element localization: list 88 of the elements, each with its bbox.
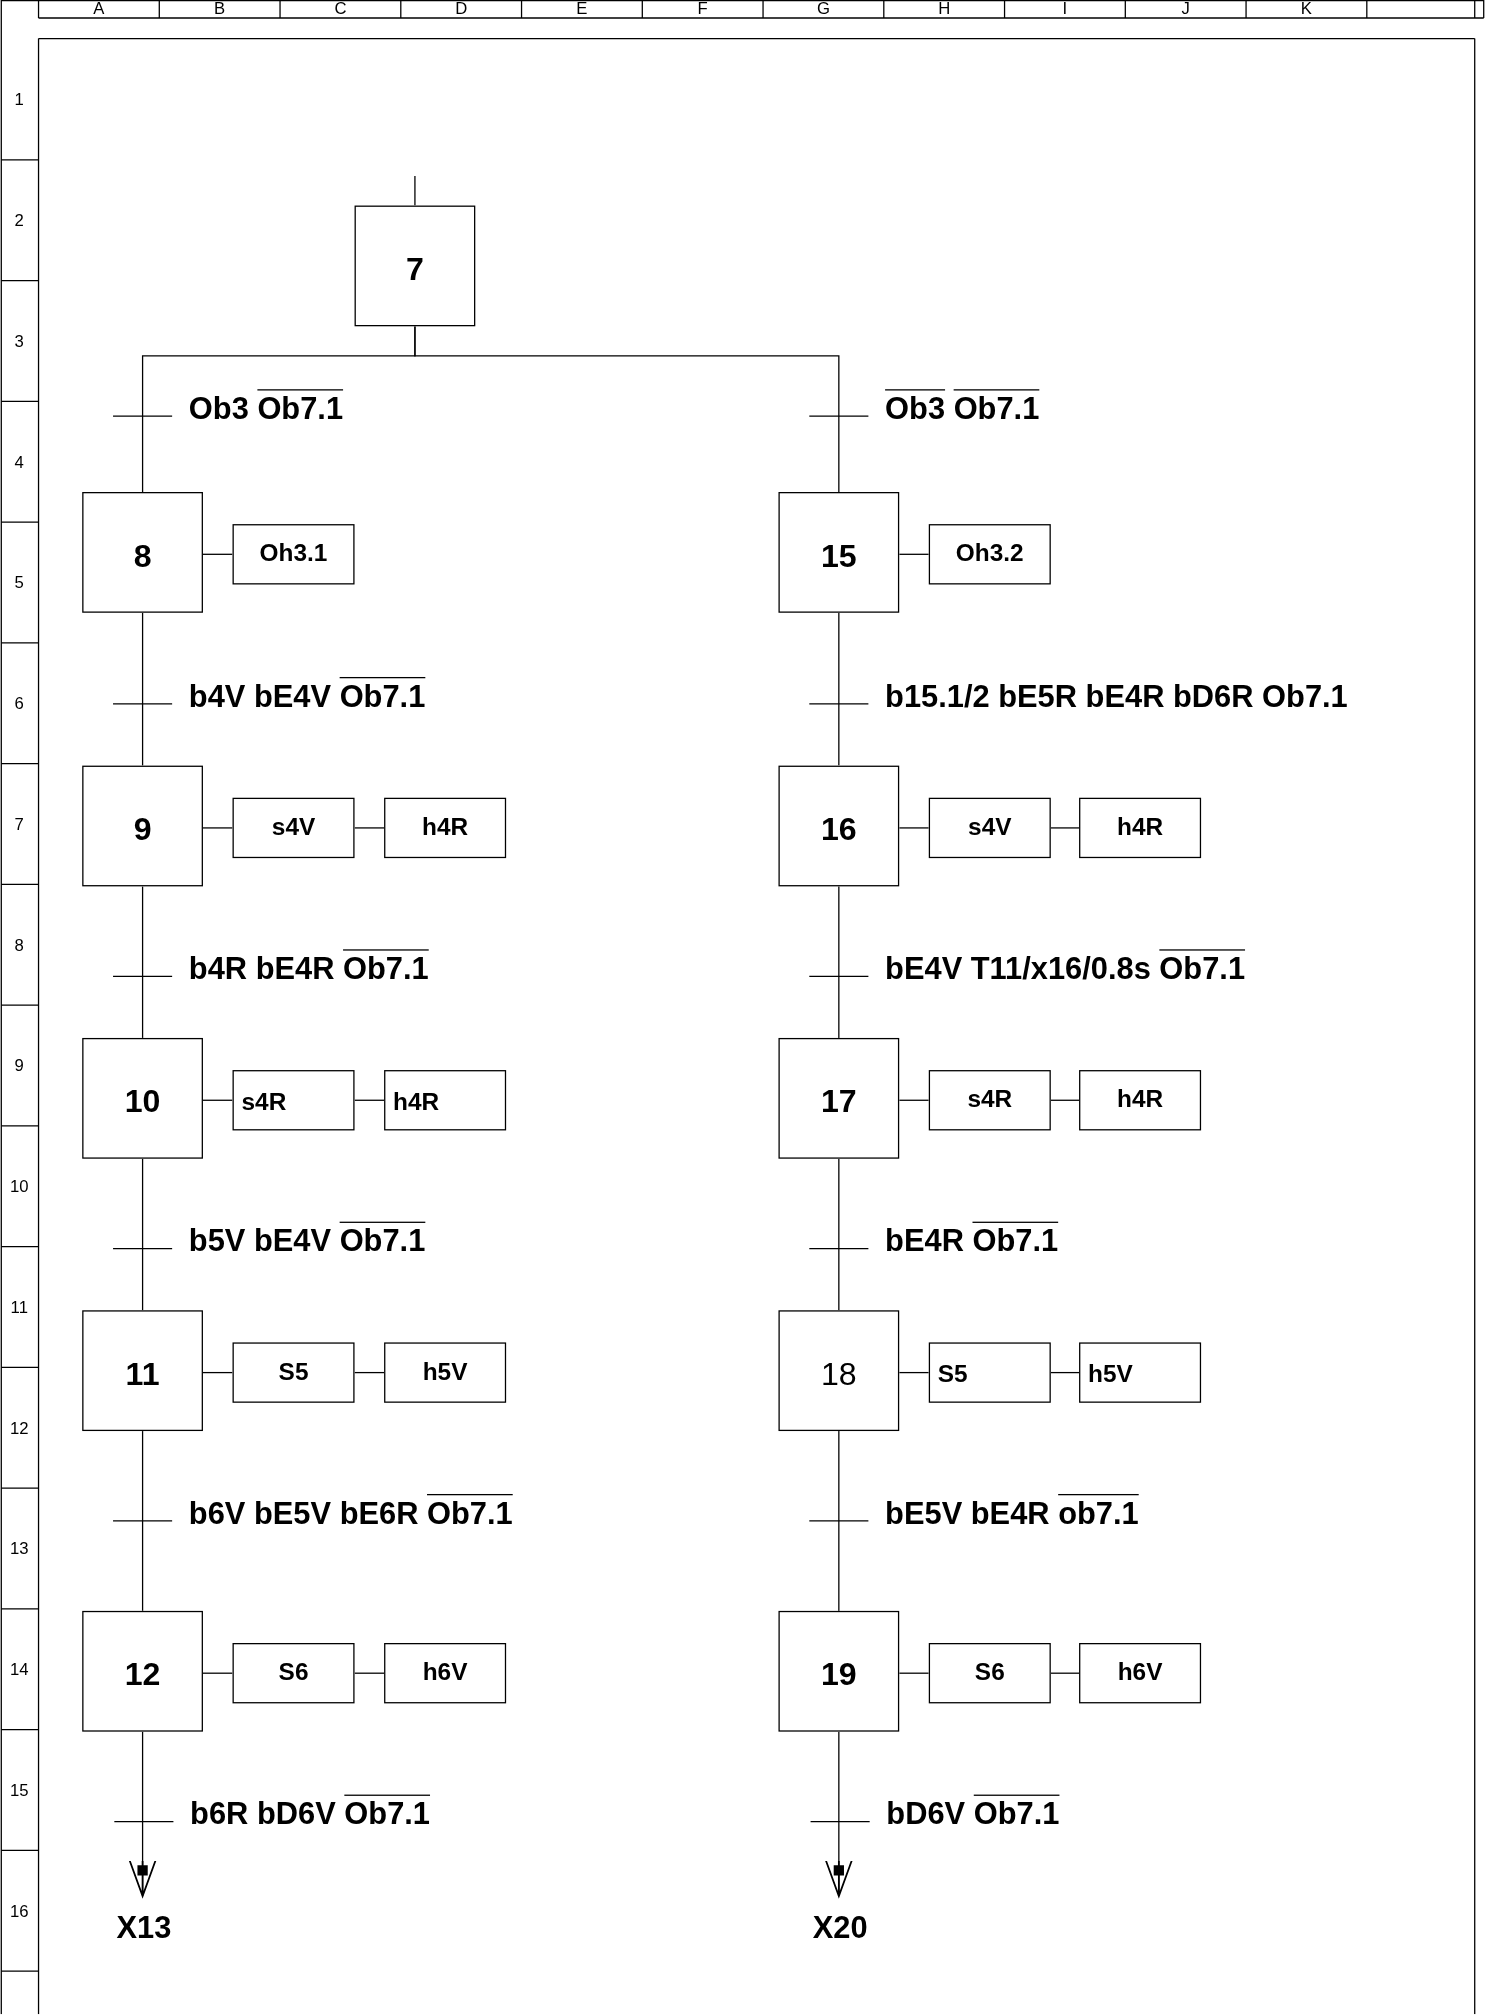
action-box: Oh3.1 bbox=[232, 524, 355, 585]
connector-line bbox=[202, 827, 234, 829]
connector-line bbox=[353, 1099, 385, 1101]
action-box: s4V bbox=[928, 797, 1051, 859]
step-box: 8 bbox=[82, 492, 203, 613]
step-box: 11 bbox=[82, 1310, 203, 1432]
arrow bbox=[129, 1731, 157, 1899]
action-box: S6 bbox=[232, 1643, 355, 1704]
connector-line bbox=[1050, 1099, 1080, 1101]
connector-line bbox=[353, 1371, 385, 1374]
step-box: 7 bbox=[354, 205, 476, 327]
action-box: h6V bbox=[384, 1643, 507, 1704]
row-label: 10 bbox=[9, 1176, 30, 1198]
connector-line bbox=[141, 1158, 144, 1311]
connector-line bbox=[898, 1672, 930, 1674]
column-label: G bbox=[815, 0, 831, 18]
connector-line bbox=[202, 1672, 234, 1674]
step-reference: X13 bbox=[107, 1910, 180, 1947]
connector-line bbox=[414, 175, 416, 207]
connector-line bbox=[414, 325, 840, 493]
connector-line bbox=[898, 1099, 930, 1101]
connector-line bbox=[141, 612, 144, 767]
action-box: h4R bbox=[384, 1070, 507, 1131]
action-box: S6 bbox=[928, 1643, 1051, 1704]
action-box: h4R bbox=[1079, 1070, 1202, 1131]
step-box: 10 bbox=[82, 1037, 203, 1159]
connector-line bbox=[898, 827, 930, 829]
connector-line bbox=[353, 1672, 385, 1674]
connector-line bbox=[1050, 827, 1080, 829]
connector-line bbox=[141, 1430, 144, 1612]
column-label: D bbox=[454, 0, 469, 18]
column-label: B bbox=[213, 0, 227, 18]
connector-line bbox=[838, 1158, 840, 1311]
connector-line bbox=[353, 827, 385, 829]
row-label: 12 bbox=[9, 1418, 30, 1439]
connector-line bbox=[838, 1430, 840, 1612]
action-box: s4R bbox=[232, 1070, 355, 1131]
column-label: K bbox=[1299, 0, 1313, 18]
action-box: S5 bbox=[928, 1342, 1051, 1403]
step-box: 15 bbox=[778, 492, 900, 613]
row-label: 1 bbox=[13, 89, 25, 111]
action-box: h5V bbox=[1079, 1342, 1202, 1403]
row-label: 9 bbox=[13, 1055, 25, 1077]
column-label: J bbox=[1180, 0, 1191, 18]
action-box: h4R bbox=[384, 797, 507, 859]
column-label: H bbox=[937, 0, 952, 18]
row-label: 15 bbox=[9, 1780, 30, 1801]
row-label: 5 bbox=[13, 572, 25, 594]
column-label: C bbox=[333, 0, 348, 18]
action-box: S5 bbox=[232, 1342, 355, 1403]
step-reference: X20 bbox=[804, 1910, 877, 1947]
row-label: 3 bbox=[13, 331, 25, 352]
column-label: F bbox=[696, 0, 709, 18]
connector-line bbox=[1050, 1672, 1080, 1674]
row-label: 4 bbox=[13, 452, 25, 473]
step-box: 18 bbox=[778, 1310, 900, 1432]
step-box: 12 bbox=[82, 1610, 203, 1732]
connector-line bbox=[202, 1371, 234, 1374]
row-label: 16 bbox=[9, 1901, 30, 1922]
column-label: I bbox=[1061, 0, 1069, 18]
step-box: 17 bbox=[778, 1037, 900, 1159]
action-box: s4R bbox=[928, 1070, 1051, 1131]
row-label: 7 bbox=[13, 814, 25, 835]
action-box: h6V bbox=[1079, 1643, 1202, 1704]
row-label: 8 bbox=[13, 935, 25, 956]
connector-line bbox=[1050, 1371, 1080, 1374]
connector-line bbox=[838, 612, 840, 767]
action-box: h5V bbox=[384, 1342, 507, 1403]
connector-line bbox=[202, 1099, 234, 1101]
row-label: 11 bbox=[9, 1297, 29, 1318]
arrow bbox=[825, 1731, 853, 1899]
row-label: 13 bbox=[9, 1538, 30, 1560]
connector-line bbox=[898, 1371, 930, 1374]
step-box: 9 bbox=[82, 765, 203, 887]
action-box: Oh3.2 bbox=[928, 524, 1051, 585]
row-label: 2 bbox=[13, 210, 25, 232]
step-box: 19 bbox=[778, 1610, 900, 1732]
column-label: A bbox=[92, 0, 106, 18]
column-label: E bbox=[575, 0, 589, 18]
action-box: s4V bbox=[232, 797, 355, 859]
connector-line bbox=[838, 885, 840, 1039]
connector-line bbox=[202, 553, 234, 555]
row-label: 14 bbox=[9, 1659, 30, 1681]
connector-line bbox=[141, 885, 144, 1039]
step-box: 16 bbox=[778, 765, 900, 887]
action-box: h4R bbox=[1079, 797, 1202, 859]
row-label: 6 bbox=[13, 693, 25, 715]
connector-line bbox=[898, 553, 930, 555]
